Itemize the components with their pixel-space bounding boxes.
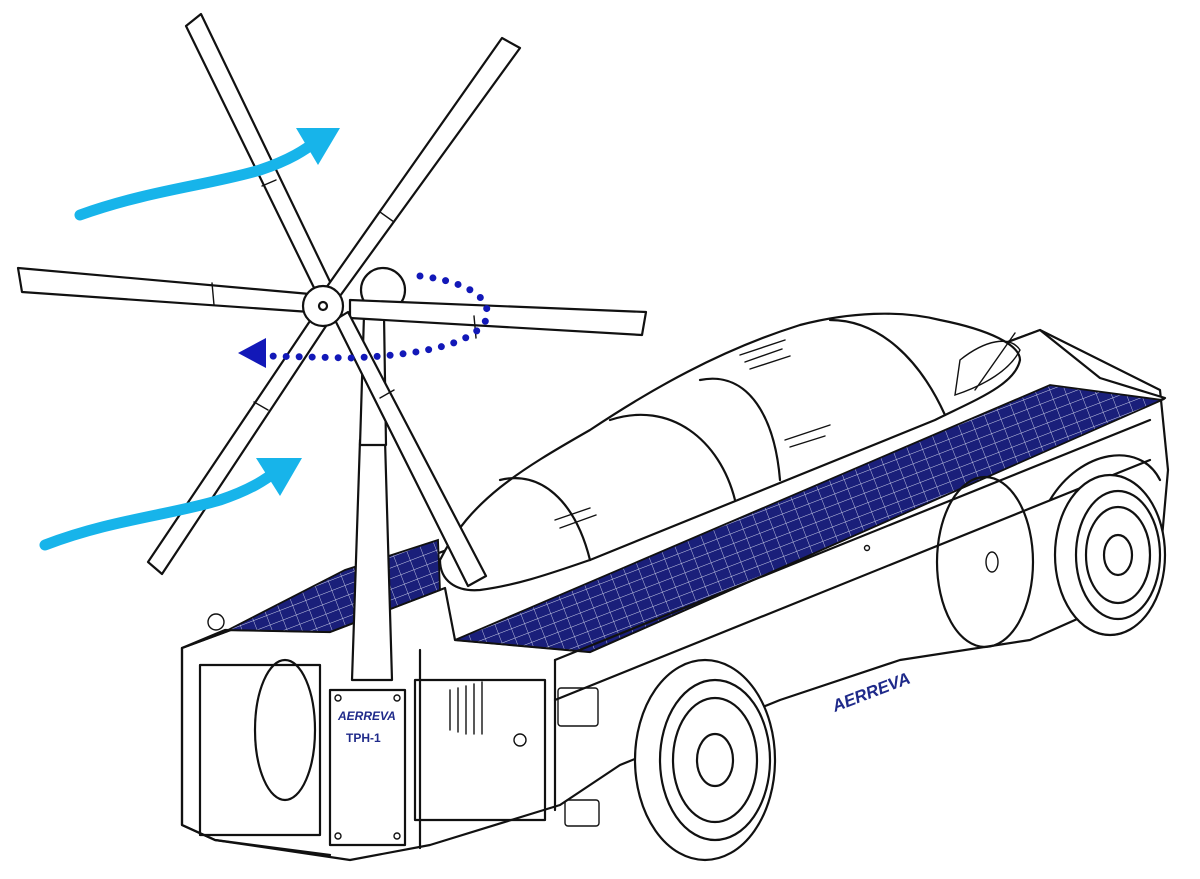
rear-side-plate-2 — [564, 799, 600, 827]
side-access-knob — [985, 551, 999, 573]
wind-flow-arrow-head — [256, 458, 302, 496]
turbine-hub-center — [317, 300, 329, 312]
canopy-wiper — [974, 332, 1016, 391]
side-rivet — [863, 544, 871, 552]
turbine-blade-top-right — [324, 36, 522, 298]
solar-panel-main — [454, 384, 1166, 653]
vehicle-rear-face — [180, 646, 557, 857]
model-plate — [328, 688, 407, 847]
plate-screw-4 — [393, 832, 401, 840]
side-access-hatch — [935, 475, 1035, 649]
turbine-blade-top-left — [184, 12, 337, 302]
plate-screw-1 — [334, 694, 342, 702]
canopy-rib-4 — [828, 318, 947, 417]
blade-joints — [211, 179, 477, 411]
turbine-blade-bottom-left — [146, 310, 332, 576]
wind-flow-arrow — [39, 464, 284, 551]
rotation-direction-arrow — [238, 272, 491, 368]
rear-wheel — [633, 658, 777, 862]
canopy-hatching — [554, 339, 831, 529]
wind-turbine — [16, 12, 648, 682]
rear-compartment-right — [413, 678, 547, 822]
canopy-rib-1 — [498, 477, 592, 562]
plate-screw-2 — [393, 694, 401, 702]
rear-connector — [513, 733, 527, 747]
plate-screw-3 — [334, 832, 342, 840]
plate-model-label: TPH-1 — [346, 731, 381, 745]
front-wheel-arch — [1048, 454, 1162, 502]
canopy-window — [954, 340, 1021, 397]
turbine-blade-right — [348, 298, 648, 337]
wind-arrows — [39, 128, 340, 551]
turbine-blade-left — [16, 266, 312, 314]
vehicle: AERREVA TPH-1 AERREVA — [180, 312, 1170, 862]
plate-brand-label: AERREVA — [337, 709, 396, 723]
top-knob — [207, 613, 225, 631]
rear-vent — [449, 681, 483, 735]
rear-compartment-left — [198, 663, 322, 837]
front-wheel — [1053, 473, 1167, 637]
wind-flow-arrow-head — [296, 128, 340, 165]
canopy-rib-2 — [608, 413, 737, 502]
turbine-blade-bottom-right — [333, 310, 488, 588]
rear-left-wheel — [253, 658, 317, 802]
canopy-rib-3 — [698, 377, 782, 482]
rotation-direction-arrow-head — [238, 338, 266, 368]
vehicle-canopy — [438, 312, 1022, 592]
rear-side-plate-1 — [557, 687, 599, 727]
wind-flow-arrow — [74, 134, 324, 221]
turbine-mast — [350, 438, 394, 682]
